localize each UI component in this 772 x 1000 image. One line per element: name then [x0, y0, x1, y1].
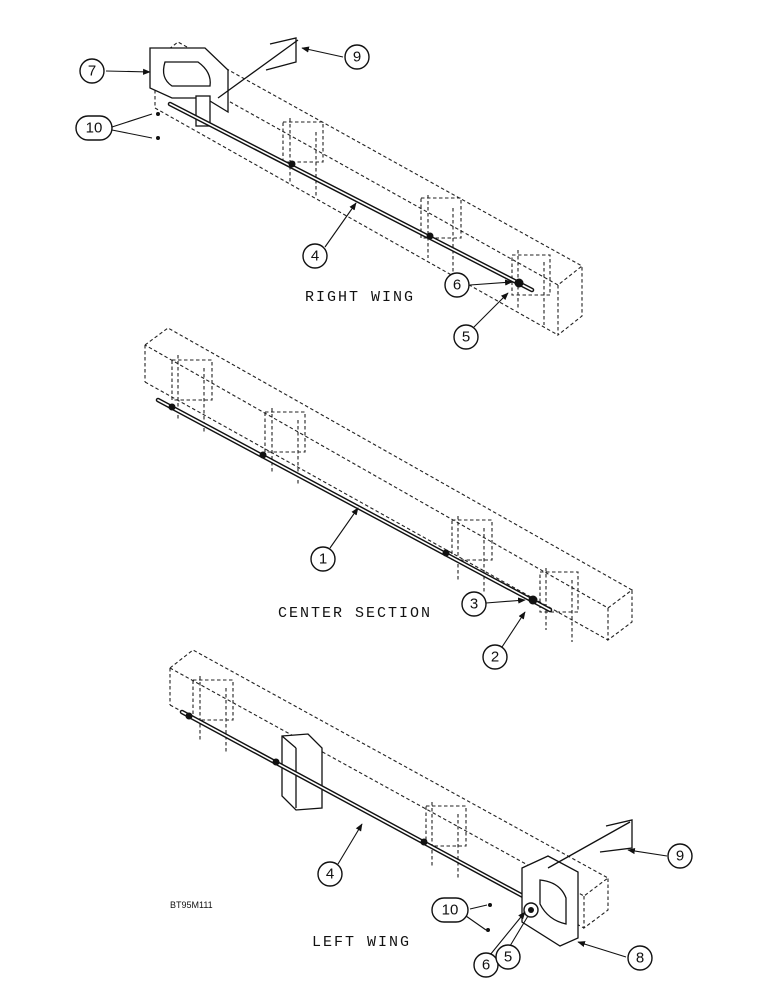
right-wing-assembly: 7 9 10 4 6 5 RIGHT WING: [75, 37, 583, 350]
callout-c2: 2: [482, 611, 526, 670]
svg-text:7: 7: [88, 63, 96, 80]
left-wing-assembly: 4 9 10 6 5 8 LEFT WING: [169, 649, 693, 978]
center-section-assembly: 1 3 2 CENTER SECTION: [144, 327, 634, 670]
callout-c3: 3: [461, 591, 526, 617]
drawing-code: BT95M111: [170, 900, 213, 910]
callout-l6: 6: [473, 911, 526, 978]
callout-r6: 6: [444, 272, 513, 298]
callout-l9: 9: [627, 843, 693, 869]
svg-text:3: 3: [470, 596, 478, 613]
callout-c1: 1: [310, 507, 359, 572]
right-wing-label: RIGHT WING: [305, 289, 415, 306]
left-wing-label: LEFT WING: [312, 934, 411, 951]
left-end-bracket: [486, 855, 579, 947]
left-wing-shaft: [179, 709, 537, 905]
svg-text:6: 6: [482, 957, 490, 974]
right-end-bracket: [149, 47, 229, 127]
svg-text:6: 6: [453, 277, 461, 294]
right-handle: [217, 37, 299, 99]
callout-r9: 9: [301, 44, 370, 70]
callout-l5: 5: [495, 915, 529, 970]
right-wing-shaft: [156, 101, 535, 293]
callout-l10: 10: [431, 897, 488, 931]
svg-text:8: 8: [636, 950, 644, 967]
callout-r4: 4: [302, 202, 357, 269]
svg-text:5: 5: [462, 329, 470, 346]
svg-text:1: 1: [319, 551, 327, 568]
svg-text:9: 9: [676, 848, 684, 865]
svg-text:10: 10: [442, 902, 459, 919]
svg-text:2: 2: [491, 649, 499, 666]
svg-text:4: 4: [311, 248, 319, 265]
callout-l8: 8: [577, 941, 653, 971]
svg-text:5: 5: [504, 949, 512, 966]
svg-text:10: 10: [86, 120, 103, 137]
center-section-label: CENTER SECTION: [278, 605, 432, 622]
svg-text:9: 9: [353, 49, 361, 66]
left-handle: [547, 819, 633, 869]
callout-l4: 4: [317, 823, 363, 887]
left-center-bracket: [281, 733, 323, 811]
center-section-beam: [144, 327, 634, 642]
center-shaft: [155, 397, 553, 613]
callout-r5: 5: [453, 292, 509, 350]
callout-r10: 10: [75, 113, 153, 141]
svg-text:4: 4: [326, 866, 334, 883]
callout-r7: 7: [79, 58, 151, 84]
